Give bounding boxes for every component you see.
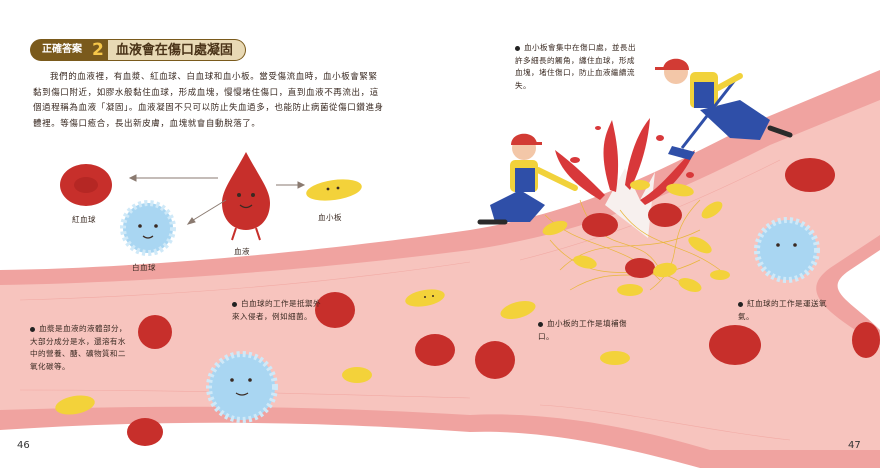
note-red-cell-role: 紅血球的工作是運送氧氣。 [738, 298, 842, 323]
bullet-icon [232, 301, 237, 307]
label-white-blood-cell: 白血球 [132, 263, 156, 272]
section-title: 血液會在傷口處凝固 [107, 39, 246, 61]
bullet-icon [738, 301, 743, 307]
clot-red-cells [582, 203, 682, 278]
note-platelet-role: 血小板的工作是填補傷口。 [538, 318, 638, 343]
note-plasma-text: 血漿是血液的液體部分，大部分成分是水，還溶有水中的營養、醣、礦物質和二氧化碳等。 [30, 324, 127, 371]
diagram-red-cell [60, 164, 112, 206]
bullet-icon [538, 321, 543, 327]
answer-badge: 正確答案 [30, 39, 88, 61]
wound-gap [605, 168, 655, 238]
label-blood: 血液 [234, 247, 250, 256]
note-white-cell-role: 白血球的工作是抵禦外來入侵者，例如細菌。 [232, 298, 328, 323]
label-red-blood-cell: 紅血球 [72, 215, 96, 224]
diagram-arrows [128, 174, 306, 225]
worker-right [655, 58, 793, 160]
note-plasma: 血漿是血液的液體部分，大部分成分是水，還溶有水中的營養、醣、礦物質和二氧化碳等。 [30, 323, 130, 373]
blood-splash [555, 118, 695, 205]
vessel-white-cells [206, 217, 820, 423]
note-platelet-role-text: 血小板的工作是填補傷口。 [538, 319, 627, 341]
note-red-cell-role-text: 紅血球的工作是運送氧氣。 [738, 299, 827, 321]
note-platelet-repair-text: 血小板會集中在傷口處，並長出許多細長的觸角，纏住血球，形成血塊，堵住傷口，防止血… [515, 43, 636, 90]
diagram-platelet [306, 179, 362, 201]
note-platelet-repair: 血小板會集中在傷口處，並長出許多細長的觸角，纏住血球，形成血塊，堵住傷口，防止血… [515, 42, 637, 92]
vessel-red-cells [127, 158, 880, 446]
section-header: 正確答案 2 血液會在傷口處凝固 [30, 39, 246, 61]
intro-paragraph: 我們的血液裡，有血漿、紅血球、白血球和血小板。當受傷流血時，血小板會緊緊黏到傷口… [33, 72, 384, 129]
blood-drop-character [222, 152, 270, 241]
page-number-left: 46 [17, 440, 30, 451]
note-white-cell-role-text: 白血球的工作是抵禦外來入侵者，例如細菌。 [232, 299, 321, 321]
page-number-right: 47 [848, 440, 861, 451]
vessel-platelets [55, 289, 630, 415]
bullet-icon [30, 326, 35, 332]
answer-number: 2 [88, 39, 108, 61]
diagram-white-cell [120, 200, 176, 256]
bullet-icon [515, 45, 520, 51]
label-platelet: 血小板 [318, 213, 342, 222]
worker-left [477, 133, 578, 225]
clot-platelets [542, 180, 730, 296]
cell-faces [230, 243, 797, 396]
